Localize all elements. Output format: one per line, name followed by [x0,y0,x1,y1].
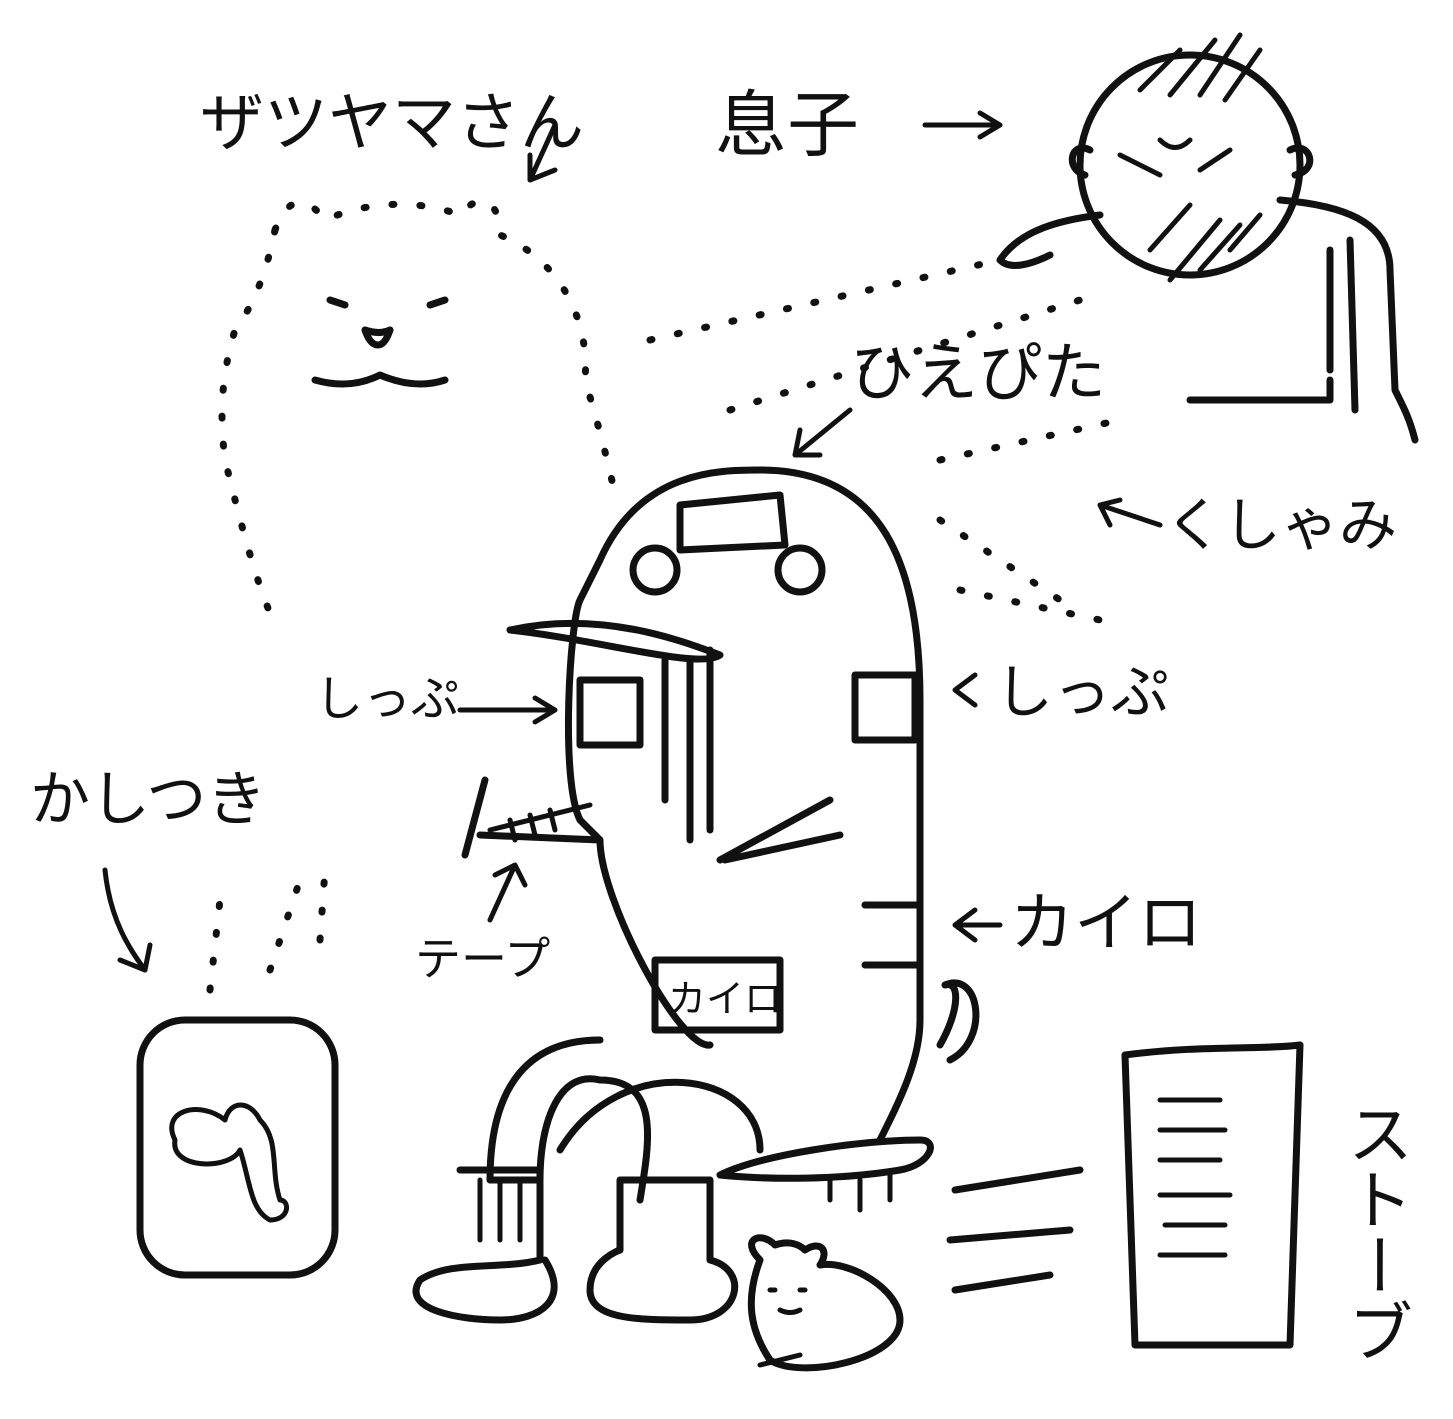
label-tape: テープ [415,932,550,986]
arrow-to-dog [527,122,558,183]
label-sneeze: くしゃみ [1165,491,1397,559]
label-son: 息子 [715,83,859,167]
label-kairo-right: カイロ [1010,887,1202,961]
arrow-kairo [952,907,1003,943]
humidifier [136,866,339,1279]
arrow-to-son [922,110,1003,140]
arrow-poultice-left [457,695,558,725]
arrow-to-head [792,407,853,458]
person-wrapped [412,466,924,1324]
cat [747,1234,904,1372]
label-stove: ストーブ [1337,1100,1414,1364]
label-hiepita: ひえぴた [850,337,1106,411]
label-humidifier: かしつき [30,765,266,835]
sneeze-spray [646,256,1124,624]
label-poultice-left: しっぷ [315,671,459,727]
chair [716,979,980,1213]
dog-zatsuyama [218,197,619,629]
label-poultice-right: しっぷ [995,658,1169,726]
son-figure [996,32,1419,444]
label-zatsuyama: ザツヤマさん [200,87,584,161]
label-kairo-box: カイロ [668,977,782,1021]
arrow-tape [487,862,528,923]
stove [946,1041,1304,1349]
arrow-sneeze [1097,497,1163,528]
arrow-poultice-right [952,672,978,708]
arrow-to-humidifier [102,867,153,973]
